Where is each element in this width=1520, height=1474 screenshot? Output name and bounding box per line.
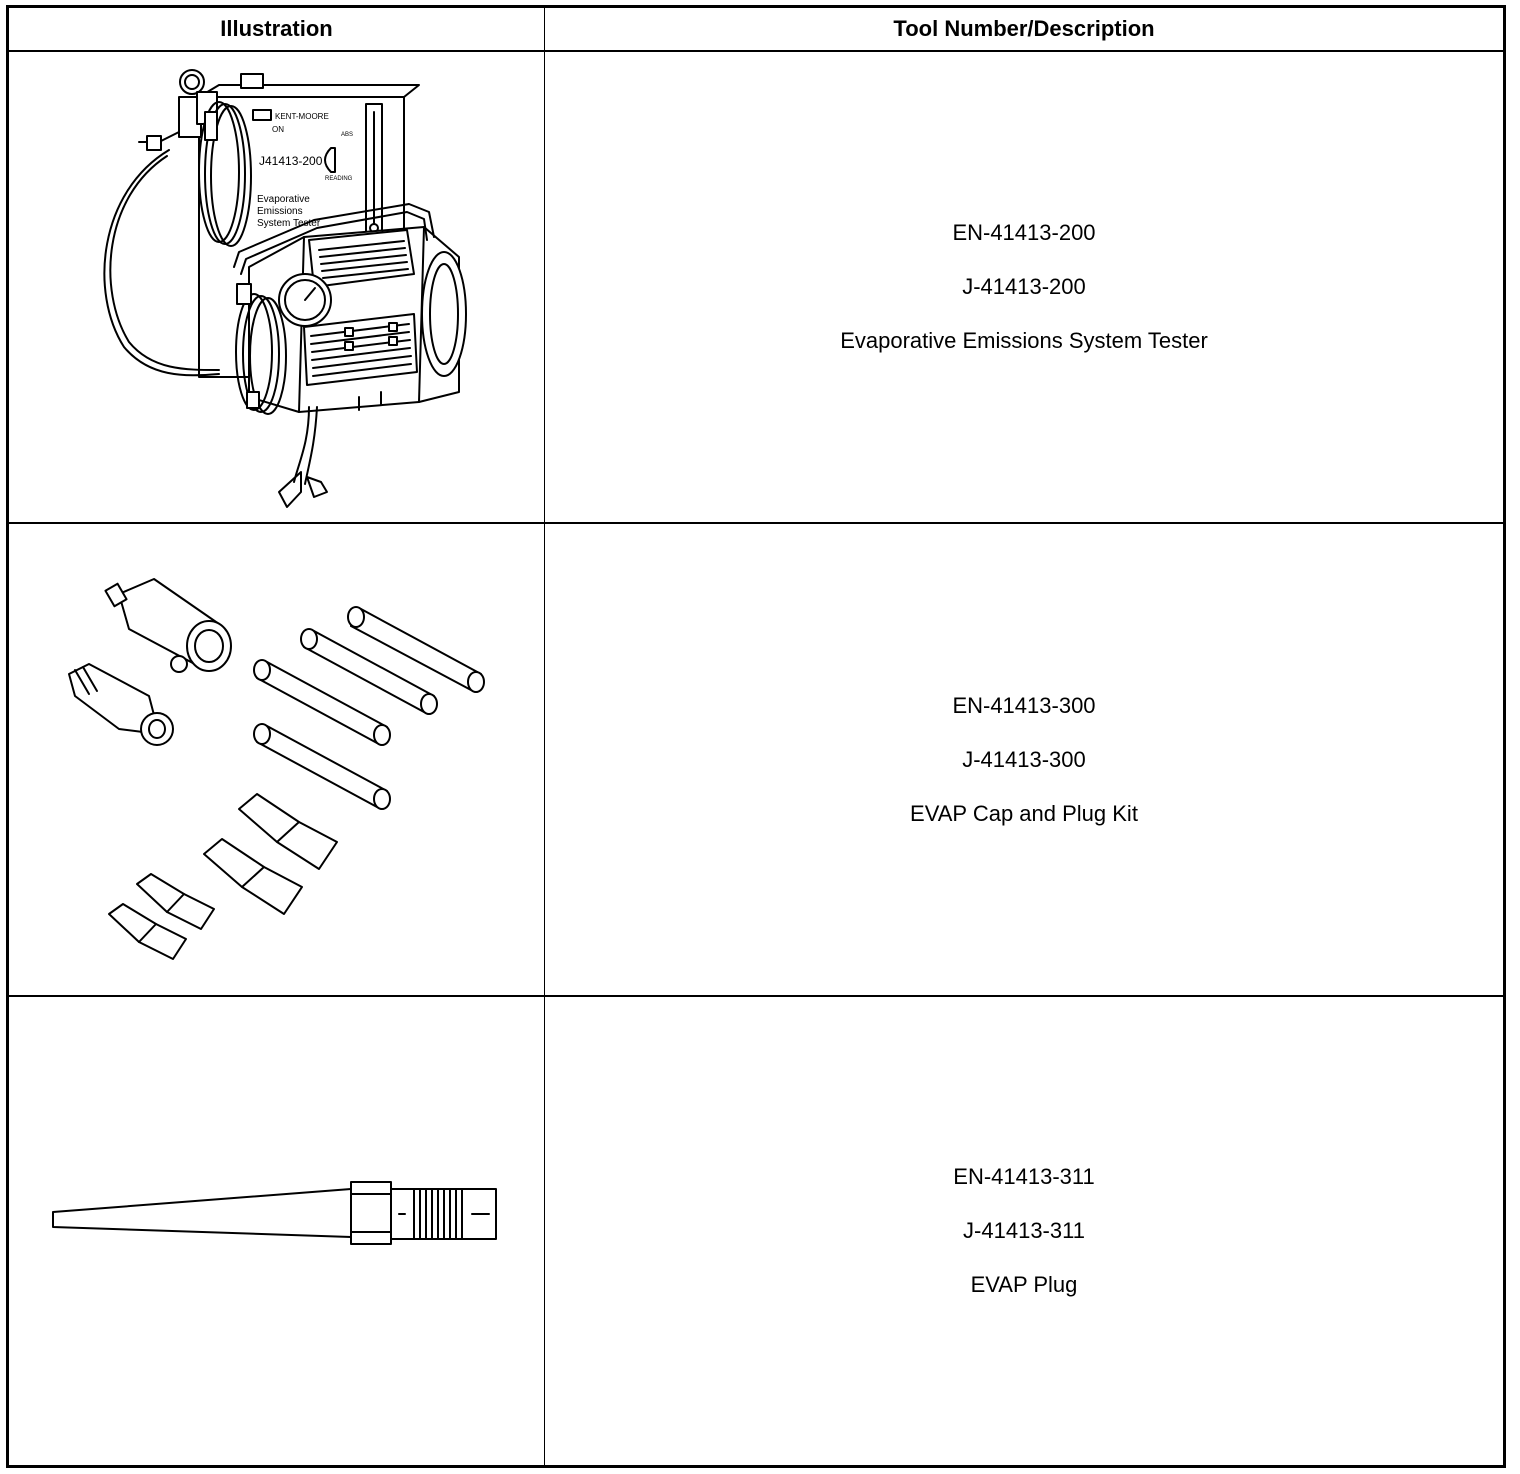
- tool-number: EN-41413-311: [953, 1164, 1095, 1189]
- svg-text:ON: ON: [272, 125, 284, 134]
- row-divider: [9, 522, 1503, 524]
- description-cell: EN-41413-300 J-41413-300 EVAP Cap and Pl…: [545, 524, 1503, 995]
- svg-text:ABS: ABS: [341, 132, 353, 138]
- evap-tester-drawing: KENT-MOORE ON J41413-200 Evaporative Emi…: [103, 69, 467, 508]
- description-cell: EN-41413-311 J-41413-311 EVAP Plug: [545, 997, 1503, 1465]
- tool-description: EVAP Cap and Plug Kit: [910, 800, 1138, 826]
- tool-number: EN-41413-200: [952, 220, 1096, 245]
- cap-plug-kit-drawing: [68, 578, 485, 960]
- illustration-evap-tester: KENT-MOORE ON J41413-200 Evaporative Emi…: [9, 52, 544, 522]
- column-divider: [544, 8, 545, 1465]
- plug-tubes: [253, 606, 485, 810]
- evap-plug-drawing: [52, 1181, 497, 1245]
- description-cell: EN-41413-200 J-41413-200 Evaporative Emi…: [545, 52, 1503, 522]
- tapered-plugs: [108, 793, 338, 960]
- row-divider: [9, 995, 1503, 997]
- svg-text:Evaporative: Evaporative: [257, 194, 310, 205]
- svg-text:READING: READING: [325, 176, 353, 182]
- tool-number: J-41413-311: [963, 1218, 1085, 1243]
- tool-number: J-41413-200: [962, 274, 1086, 299]
- illustration-evap-plug: [9, 997, 544, 1465]
- tool-number: J-41413-300: [962, 746, 1086, 772]
- svg-text:J41413-200: J41413-200: [259, 154, 323, 168]
- svg-text:Emissions: Emissions: [257, 206, 303, 217]
- header-divider: [9, 50, 1503, 52]
- svg-text:System Tester: System Tester: [257, 218, 321, 229]
- header-illustration: Illustration: [220, 16, 333, 41]
- tool-number: EN-41413-300: [952, 692, 1096, 718]
- illustration-cap-plug-kit: [9, 524, 544, 995]
- svg-text:KENT-MOORE: KENT-MOORE: [275, 112, 329, 121]
- tool-description: EVAP Plug: [970, 1272, 1078, 1297]
- tool-description: Evaporative Emissions System Tester: [840, 328, 1208, 353]
- tool-table: Illustration Tool Number/Description KEN…: [6, 5, 1506, 1468]
- header-tool-number-description: Tool Number/Description: [893, 16, 1155, 41]
- plug-taper: [52, 1188, 352, 1238]
